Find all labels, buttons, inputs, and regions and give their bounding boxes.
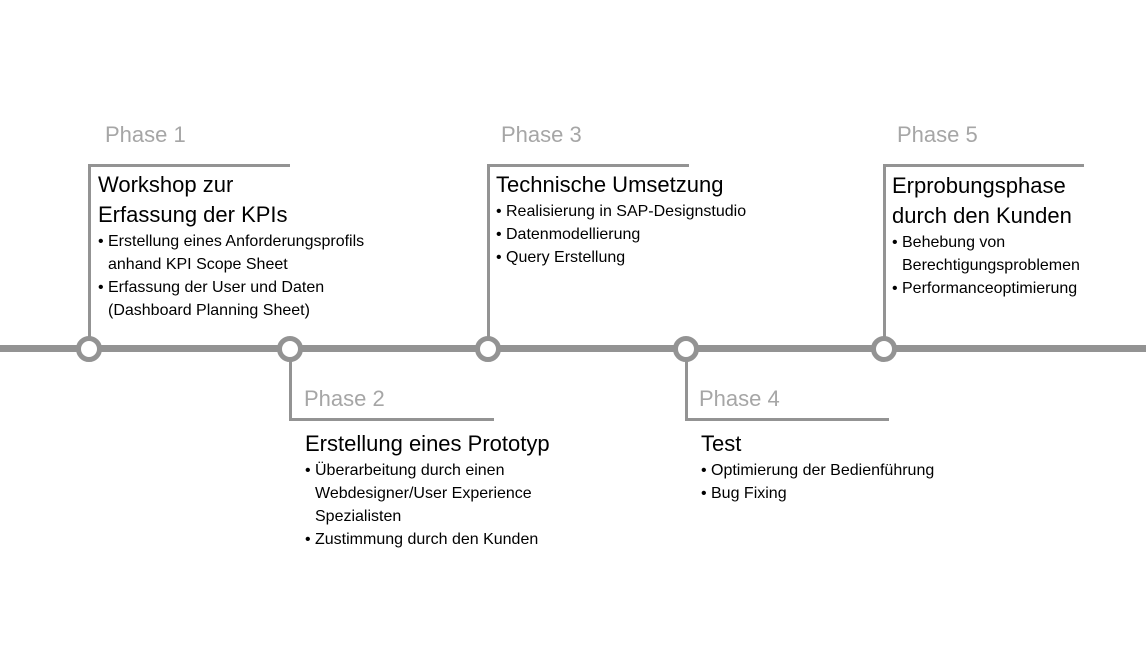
phase-5-bracket bbox=[883, 164, 1084, 167]
phase-4-label: Phase 4 bbox=[699, 386, 780, 411]
phase-4-bullets: Optimierung der Bedienführung Bug Fixing bbox=[701, 459, 934, 505]
phase-3-connector bbox=[487, 164, 490, 338]
phase-4-connector bbox=[685, 360, 688, 421]
phase-4-bracket bbox=[685, 418, 889, 421]
phase-4-bullet: Optimierung der Bedienführung bbox=[701, 459, 934, 482]
phase-2-bracket bbox=[289, 418, 494, 421]
phase-3-bullet: Realisierung in SAP-Designstudio bbox=[496, 200, 746, 223]
phase-2-bullet: Zustimmung durch den Kunden bbox=[305, 528, 538, 551]
phase-3-bullet: Datenmodellierung bbox=[496, 223, 746, 246]
phase-5-bullet: Performanceoptimierung bbox=[892, 277, 1080, 300]
phase-2-title: Erstellung eines Prototyp bbox=[305, 431, 550, 456]
phase-1-title: Workshop zur Erfassung der KPIs bbox=[98, 172, 288, 227]
phase-3-bracket bbox=[487, 164, 689, 167]
phase-3-bullets: Realisierung in SAP-Designstudio Datenmo… bbox=[496, 200, 746, 269]
phase-3-node bbox=[475, 336, 501, 362]
phase-5-title: Erprobungsphase durch den Kunden bbox=[892, 173, 1072, 228]
phase-1-node bbox=[76, 336, 102, 362]
phase-4-title: Test bbox=[701, 431, 742, 456]
phase-5-connector bbox=[883, 164, 886, 338]
phase-3-title: Technische Umsetzung bbox=[496, 172, 724, 197]
phase-1-bullets: Erstellung eines Anforderungsprofils anh… bbox=[98, 230, 364, 322]
phase-1-bullet: Erstellung eines Anforderungsprofils anh… bbox=[98, 230, 364, 276]
phase-4-bullet: Bug Fixing bbox=[701, 482, 934, 505]
phase-2-bullets: Überarbeitung durch einen Webdesigner/Us… bbox=[305, 459, 538, 551]
phase-2-bullet: Überarbeitung durch einen Webdesigner/Us… bbox=[305, 459, 538, 528]
phase-1-label: Phase 1 bbox=[105, 122, 186, 147]
phase-1-bracket bbox=[88, 164, 290, 167]
phase-3-label: Phase 3 bbox=[501, 122, 582, 147]
phase-2-node bbox=[277, 336, 303, 362]
phase-2-connector bbox=[289, 360, 292, 421]
timeline-axis bbox=[0, 345, 1146, 352]
phase-4-node bbox=[673, 336, 699, 362]
phase-3-bullet: Query Erstellung bbox=[496, 246, 746, 269]
phase-5-node bbox=[871, 336, 897, 362]
phase-5-bullets: Behebung von Berechtigungsproblemen Perf… bbox=[892, 231, 1080, 300]
phase-2-label: Phase 2 bbox=[304, 386, 385, 411]
phase-5-label: Phase 5 bbox=[897, 122, 978, 147]
phase-5-bullet: Behebung von Berechtigungsproblemen bbox=[892, 231, 1080, 277]
phase-1-connector bbox=[88, 164, 91, 338]
phase-1-bullet: Erfassung der User und Daten (Dashboard … bbox=[98, 276, 364, 322]
